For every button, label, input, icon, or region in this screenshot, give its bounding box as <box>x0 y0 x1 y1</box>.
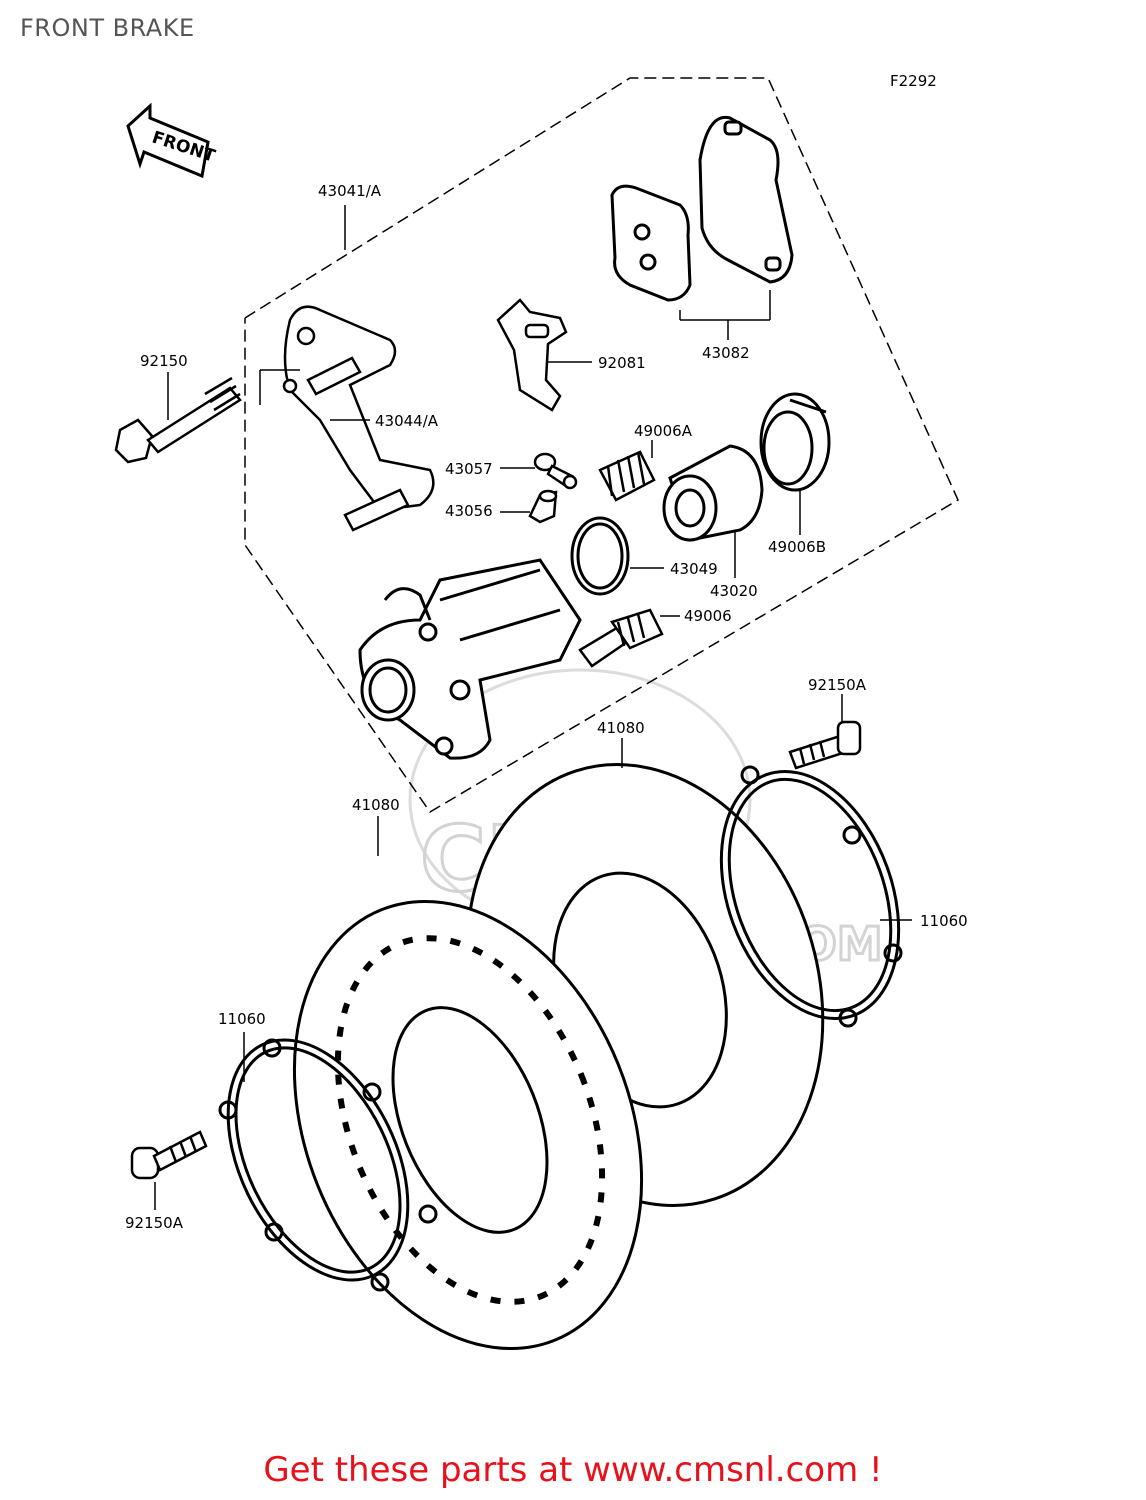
bleed-valve <box>528 489 558 524</box>
figure-code: F2292 <box>890 72 937 90</box>
label-43041: 43041/A <box>318 182 382 200</box>
label-41080-left: 41080 <box>352 796 400 814</box>
label-11060-right: 11060 <box>920 912 968 930</box>
pad-spring <box>496 298 568 412</box>
caliper-holder <box>282 305 435 532</box>
label-92150A-right: 92150A <box>808 676 867 694</box>
piston <box>662 444 764 542</box>
exploded-parts-diagram: F2292 CMS WWW.CMSNL.COM FRONT 43041/A 92… <box>114 72 968 1351</box>
brake-pads <box>610 115 794 302</box>
slide-pin <box>578 608 664 668</box>
label-43049: 43049 <box>670 560 718 578</box>
front-arrow-icon: FRONT <box>126 102 218 179</box>
label-49006B: 49006B <box>768 538 826 556</box>
disc-gasket-right <box>719 765 903 1028</box>
dust-seal <box>759 392 831 492</box>
bleed-valve-cap <box>533 452 578 490</box>
caliper-mounting-bolt <box>114 376 242 464</box>
label-92150: 92150 <box>140 352 188 370</box>
piston-seal <box>570 516 630 596</box>
page-title: FRONT BRAKE <box>20 14 195 42</box>
label-43082: 43082 <box>702 344 750 362</box>
caliper-body <box>358 558 582 760</box>
label-92150A-left: 92150A <box>125 1214 184 1232</box>
disc-bolt-right <box>788 720 862 770</box>
disc-bolt-left <box>130 1130 208 1180</box>
caliper-assembly-outline <box>244 77 959 814</box>
label-43044: 43044/A <box>375 412 439 430</box>
label-49006: 49006 <box>684 607 732 625</box>
label-49006A: 49006A <box>634 422 693 440</box>
label-43056: 43056 <box>445 502 493 520</box>
label-43020: 43020 <box>710 582 758 600</box>
label-41080-right: 41080 <box>597 719 645 737</box>
label-11060-left: 11060 <box>218 1010 266 1028</box>
disc-gasket-left <box>218 1038 438 1292</box>
label-43057: 43057 <box>445 460 493 478</box>
brake-disc-left <box>292 899 644 1351</box>
label-92081: 92081 <box>598 354 646 372</box>
promo-link[interactable]: Get these parts at www.cmsnl.com ! <box>263 1450 883 1490</box>
pin-boot <box>598 450 656 502</box>
